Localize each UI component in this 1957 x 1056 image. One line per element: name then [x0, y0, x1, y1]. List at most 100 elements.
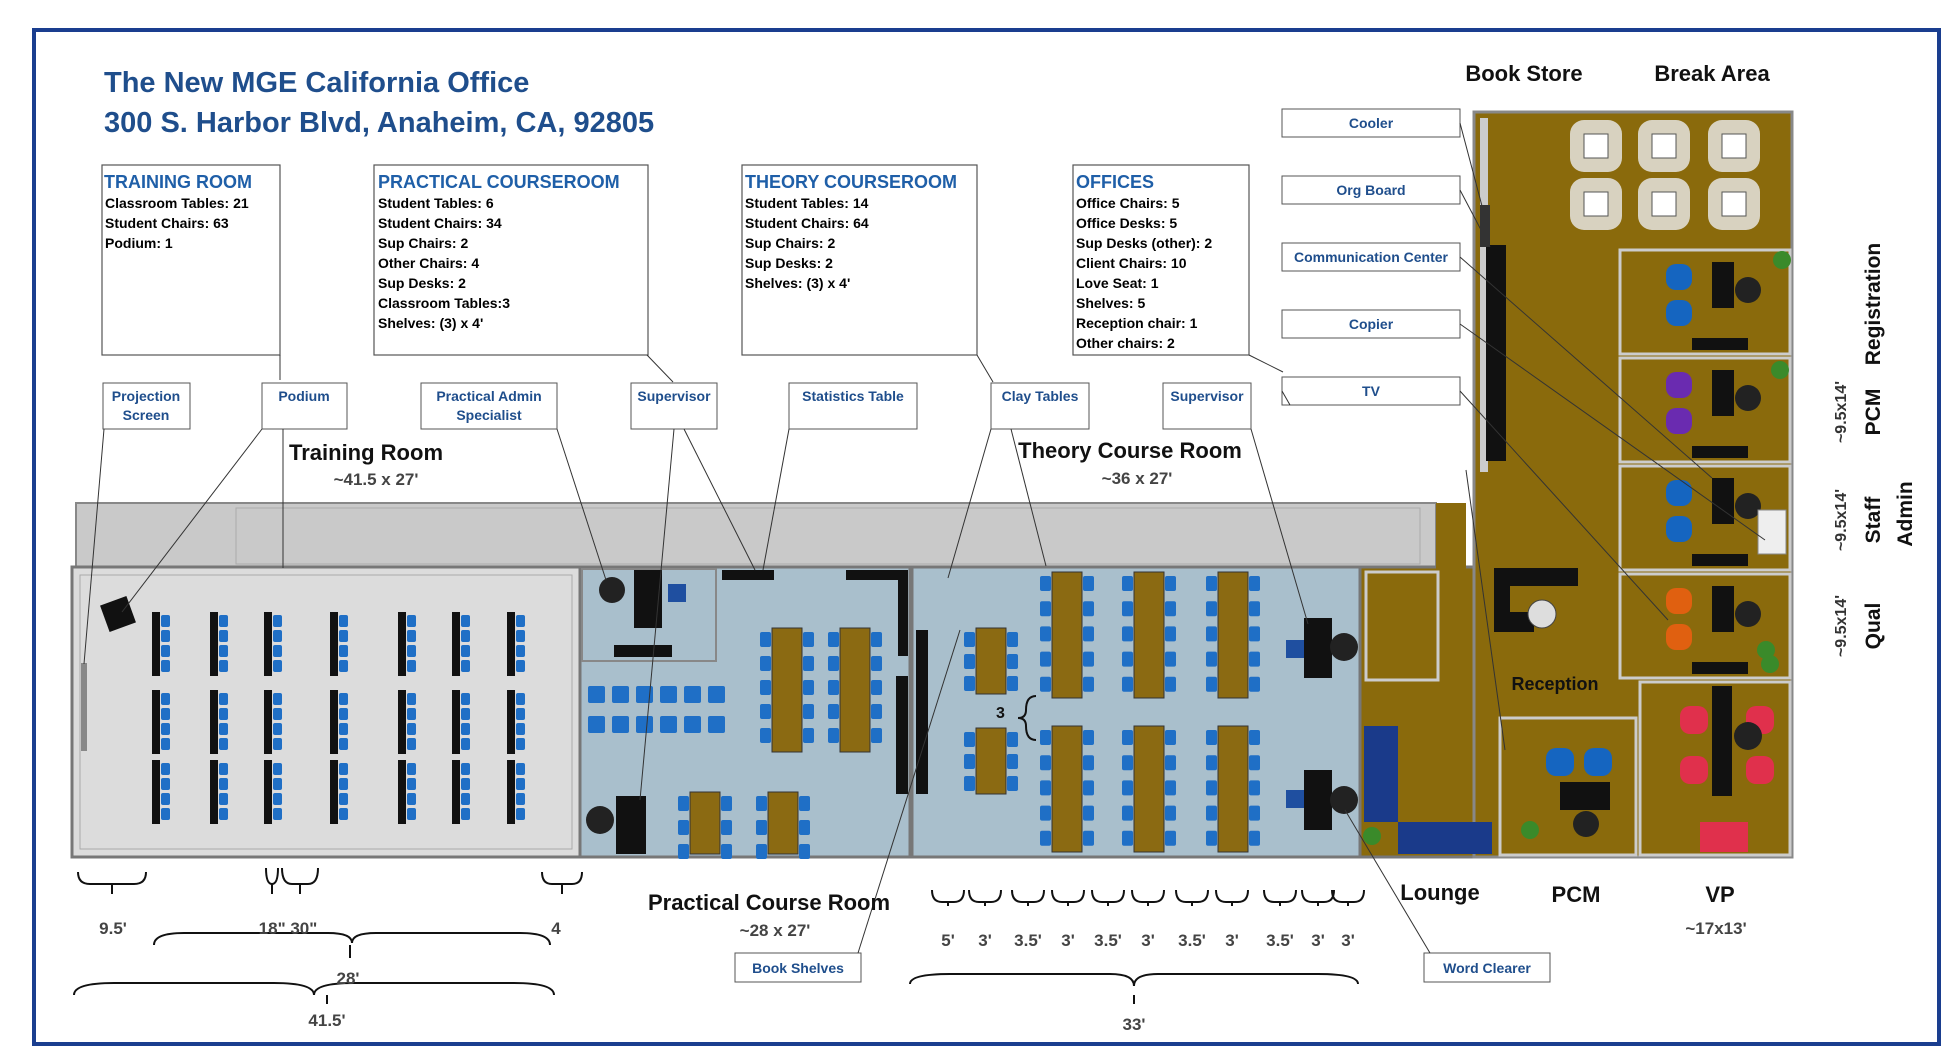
lounge-couch	[1398, 822, 1492, 854]
stats-table	[722, 570, 774, 580]
student-chair	[219, 693, 228, 705]
admin-label: Admin	[1894, 481, 1917, 546]
student-chair	[407, 808, 416, 820]
dim-segment: 3'	[1225, 931, 1239, 950]
plant	[1773, 251, 1791, 269]
dimension-brace	[1131, 889, 1165, 906]
student-chair	[1206, 755, 1217, 771]
student-chair	[1122, 676, 1133, 692]
svg-text:Client Chairs: 10: Client Chairs: 10	[1076, 255, 1187, 271]
student-chair	[1122, 576, 1133, 591]
svg-text:Sup Chairs: 2: Sup Chairs: 2	[745, 235, 835, 251]
classroom-table	[452, 760, 460, 824]
theory-room-label: Theory Course Room	[1018, 438, 1242, 463]
student-chair	[1206, 830, 1217, 846]
svg-text:Clay Tables: Clay Tables	[1002, 388, 1079, 404]
student-chair	[516, 660, 525, 672]
student-chair	[1165, 626, 1176, 642]
student-chair	[461, 615, 470, 627]
client-chair	[1746, 756, 1774, 784]
dimension-brace	[1301, 889, 1335, 906]
svg-text:Org Board: Org Board	[1336, 182, 1405, 198]
student-chair	[799, 844, 810, 859]
dimension-brace	[1175, 889, 1209, 906]
hallway	[75, 502, 1437, 570]
student-chair	[273, 630, 282, 642]
student-chair	[760, 680, 771, 695]
practical-chair	[588, 686, 605, 703]
student-chair	[1040, 780, 1051, 796]
student-chair	[273, 645, 282, 657]
pcm-side-size: ~9.5x14'	[1833, 381, 1850, 443]
student-chair	[407, 763, 416, 775]
break-table	[1651, 133, 1677, 159]
student-chair	[161, 660, 170, 672]
dim-9-5: 9.5'	[99, 919, 127, 938]
office-shelf	[1692, 662, 1748, 674]
student-chair	[1122, 730, 1133, 745]
student-chair	[828, 680, 839, 695]
svg-text:Student Chairs: 63: Student Chairs: 63	[105, 215, 229, 231]
office-chair	[1735, 385, 1761, 411]
training-room-size: ~41.5 x 27'	[334, 470, 419, 489]
dim-segment: 3'	[1141, 931, 1155, 950]
practical-chair	[684, 716, 701, 733]
student-chair	[339, 763, 348, 775]
student-chair	[1122, 626, 1133, 642]
student-chair	[1249, 830, 1260, 846]
practical-furniture	[588, 627, 882, 859]
svg-text:Shelves: (3) x 4': Shelves: (3) x 4'	[745, 275, 850, 291]
student-chair	[461, 630, 470, 642]
student-chair	[461, 738, 470, 750]
student-chair	[871, 680, 882, 695]
student-chair	[1206, 780, 1217, 796]
plant	[1771, 361, 1789, 379]
student-chair	[339, 645, 348, 657]
student-chair	[1206, 601, 1217, 617]
student-chair	[1083, 805, 1094, 821]
student-chair	[461, 808, 470, 820]
student-chair	[803, 704, 814, 719]
student-chair	[161, 630, 170, 642]
dimension-brace	[1051, 889, 1085, 906]
student-chair	[1040, 730, 1051, 745]
student-chair	[407, 708, 416, 720]
student-chair	[461, 763, 470, 775]
student-chair	[461, 693, 470, 705]
student-chair	[1122, 755, 1133, 771]
student-chair	[1249, 601, 1260, 617]
dimension-brace	[968, 889, 1002, 906]
callout-cooler: Cooler	[1281, 108, 1461, 138]
student-chair	[516, 778, 525, 790]
student-chair	[339, 808, 348, 820]
svg-text:Podium: Podium	[278, 388, 329, 404]
practical-room-label: Practical Course Room	[648, 890, 890, 915]
student-chair	[516, 738, 525, 750]
student-table	[771, 627, 803, 753]
pcm-chair	[1573, 811, 1599, 837]
svg-text:Cooler: Cooler	[1349, 115, 1394, 131]
student-chair	[273, 615, 282, 627]
student-chair	[756, 796, 767, 811]
svg-text:Student Chairs: 34: Student Chairs: 34	[378, 215, 502, 231]
practical-chair	[612, 686, 629, 703]
client-chair	[1680, 756, 1708, 784]
student-chair	[339, 630, 348, 642]
dim-segment: 3.5'	[1266, 931, 1294, 950]
student-chair	[219, 645, 228, 657]
clay-table	[1133, 571, 1165, 699]
dim-segment: 3'	[1311, 931, 1325, 950]
student-chair	[407, 615, 416, 627]
student-chair	[516, 793, 525, 805]
student-chair	[339, 693, 348, 705]
break-table	[1721, 191, 1747, 217]
svg-text:Student Tables: 6: Student Tables: 6	[378, 195, 494, 211]
dim-28: 28'	[337, 969, 360, 988]
plant	[1521, 821, 1539, 839]
student-chair	[161, 645, 170, 657]
clay-table	[975, 627, 1007, 695]
student-chair	[219, 778, 228, 790]
student-chair	[339, 738, 348, 750]
student-chair	[828, 728, 839, 743]
student-chair	[1083, 576, 1094, 591]
